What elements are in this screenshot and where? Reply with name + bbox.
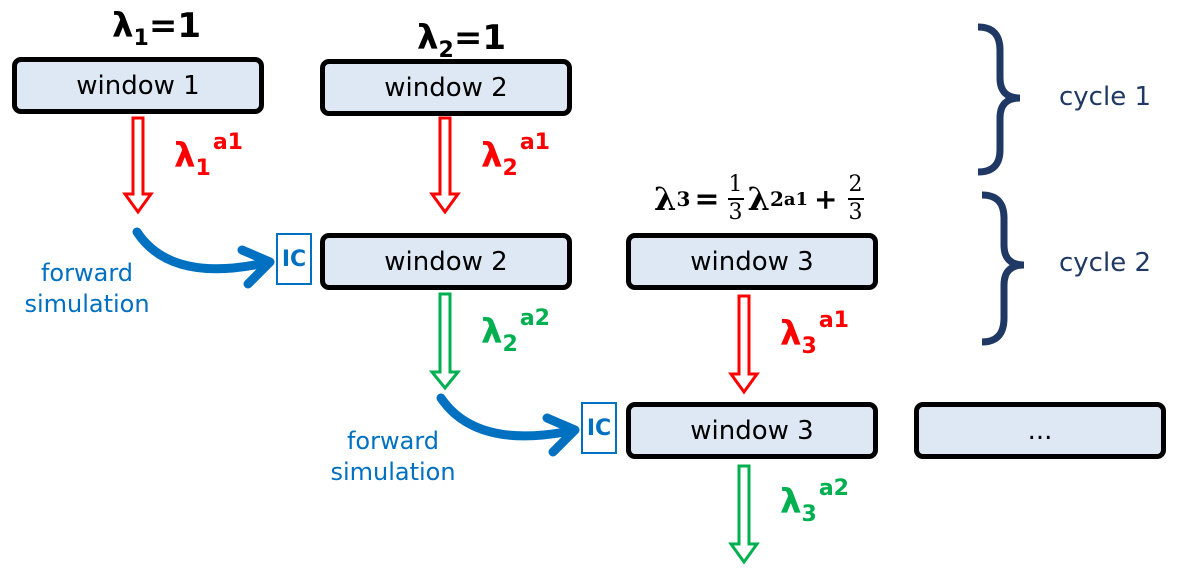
adjoint-label-lambda2-a1: λ2a1 [481,130,550,181]
lambda2-initial: λ2=1 [417,18,506,63]
adjoint-label-lambda2-a2: λ2a2 [481,306,550,357]
forward-arrow-2-head [542,413,580,457]
lambda-subscript: 2 [769,187,784,211]
window-1-cycle1: window 1 [12,57,264,114]
forward-label-line2: simulation [24,290,150,319]
lambda-superscript: a1 [519,130,550,155]
lambda-symbol: λ [747,180,770,218]
denominator: 3 [848,200,863,225]
plus-sign: + [814,182,838,216]
lambda-superscript: a1 [212,130,243,155]
fraction-bar [727,198,744,200]
window-2-cycle2: window 2 [320,233,572,290]
forward-simulation-label-2: forward simulation [318,426,468,488]
lambda1-initial: λ1=1 [112,6,201,51]
cycle-2-brace [981,191,1025,346]
initial-condition-box-1: IC [276,233,312,285]
lambda-subscript: 1 [195,156,211,181]
window-3-cycle3: window 3 [626,402,878,459]
lambda-symbol: λ [481,136,503,176]
lambda-subscript: 2 [502,332,518,357]
equals-sign: = [694,181,720,217]
lambda-symbol: λ [174,136,196,176]
adjoint-arrow-window3-a1 [728,294,760,395]
adjoint-arrow-window3-a2 [728,464,760,565]
lambda-superscript: a2 [818,476,849,501]
lambda-subscript: 3 [801,502,817,527]
adjoint-label-lambda3-a1: λ3a1 [780,308,849,359]
lambda-subscript: 2 [502,156,518,181]
ellipsis-window: ... [914,402,1166,459]
lambda-subscript: 2 [438,38,454,63]
adjoint-arrow-window2-a2 [428,292,462,391]
cycle-1-brace [977,23,1021,176]
forward-simulation-label-1: forward simulation [12,258,162,320]
initial-condition-box-2: IC [581,402,617,454]
numerator: 1 [728,172,743,197]
adjoint-arrow-window2-cycle1 [429,116,461,215]
lambda-superscript: a1 [783,188,809,210]
forward-arrow-1 [132,227,265,274]
lambda-symbol: λ [780,314,802,354]
adjoint-arrow-window1 [122,116,154,215]
lambda-subscript: 3 [801,334,817,359]
window-2-cycle1: window 2 [320,59,572,116]
lambda-value: =1 [148,6,201,46]
lambda-superscript: a2 [519,306,550,331]
numerator: 2 [848,172,863,197]
window-3-cycle2: window 3 [626,233,878,290]
forward-label-line1: forward [40,259,133,287]
lambda-symbol: λ [654,180,677,218]
adjoint-label-lambda1-a1: λ1a1 [174,130,243,181]
forward-arrow-1-head [237,245,275,289]
denominator: 3 [728,200,743,225]
cycle-1-label: cycle 1 [1059,82,1152,112]
forward-label-line1: forward [346,427,439,455]
fraction-bar [847,198,864,200]
lambda-symbol: λ [481,312,503,352]
forward-label-line2: simulation [330,458,456,487]
lambda-symbol: λ [780,482,802,522]
cycle-2-label: cycle 2 [1059,248,1152,278]
lambda-value: =1 [453,18,506,58]
lambda-symbol: λ [112,6,134,46]
forward-arrow-2 [436,393,570,441]
lambda-symbol: λ [417,18,439,58]
lambda-superscript: a1 [818,308,849,333]
lambda-subscript: 3 [676,187,691,211]
adjoint-label-lambda3-a2: λ3a2 [780,476,849,527]
lambda-subscript: 1 [133,26,149,51]
